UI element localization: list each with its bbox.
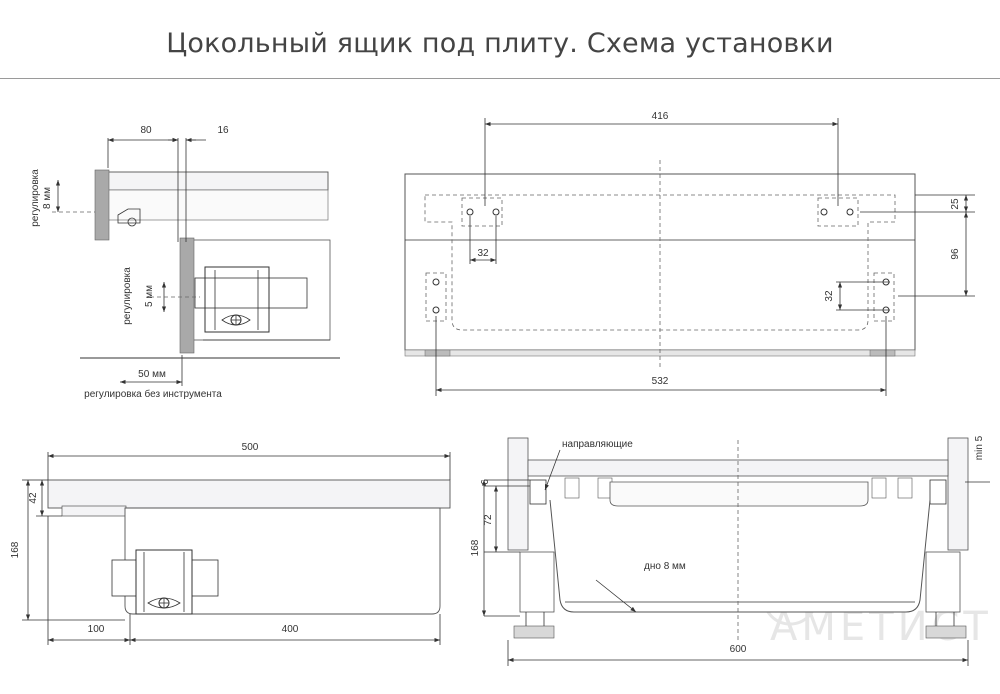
- adjustment-8mm-label: регулировка: [30, 169, 41, 227]
- drawer-tub: [549, 499, 931, 613]
- adjustment-5mm-label: регулировка: [122, 267, 133, 325]
- dim-500: 500: [242, 442, 259, 453]
- dim-42: 42: [28, 492, 39, 504]
- worktop-board: [107, 171, 329, 191]
- dim-32-right: 32: [824, 290, 835, 302]
- front-panel-lower: [179, 237, 195, 354]
- dim-80: 80: [140, 125, 152, 136]
- dim-168-left: 168: [10, 541, 21, 558]
- dim-100: 100: [88, 624, 105, 635]
- guide-right: [929, 479, 947, 505]
- min-5-label: min 5: [974, 435, 985, 460]
- length-worktop: [47, 479, 451, 509]
- dim-32-left: 32: [477, 248, 489, 259]
- front-panel-view: 416 532 32 32 25 96: [404, 111, 975, 396]
- dim-416: 416: [652, 111, 669, 122]
- dim-400: 400: [282, 624, 299, 635]
- adjustment-5mm-value: 5 мм: [144, 285, 155, 307]
- leg-left: [513, 625, 555, 639]
- bottom-thickness-label: дно 8 мм: [644, 561, 686, 572]
- leg-right: [925, 625, 967, 639]
- dim-16: 16: [217, 125, 229, 136]
- dim-72: 72: [483, 514, 494, 526]
- cross-section-view: АМЕТИСТ направляющие min 5 дно 8 мм: [470, 435, 990, 666]
- side-adjustment-view: 80 16 регулировка 8 мм регулировка 5 мм …: [30, 125, 340, 400]
- dim-168-section: 168: [470, 539, 481, 556]
- page-title: Цокольный ящик под плиту. Схема установк…: [166, 28, 834, 59]
- dim-532: 532: [652, 376, 669, 387]
- guide-left: [529, 479, 547, 505]
- length-side-view: 500 42 168 100 400: [10, 442, 451, 645]
- dim-600: 600: [730, 644, 747, 655]
- tool-free-adjustment-label: регулировка без инструмента: [84, 388, 222, 400]
- dim-25: 25: [950, 198, 961, 210]
- dim-50mm: 50 мм: [138, 369, 166, 380]
- dim-6: 6: [480, 479, 491, 485]
- title-divider: [0, 78, 1000, 79]
- front-panel-upper: [94, 169, 110, 241]
- guides-label: направляющие: [562, 439, 633, 450]
- adjustment-8mm-value: 8 мм: [42, 187, 53, 209]
- dim-96: 96: [950, 248, 961, 260]
